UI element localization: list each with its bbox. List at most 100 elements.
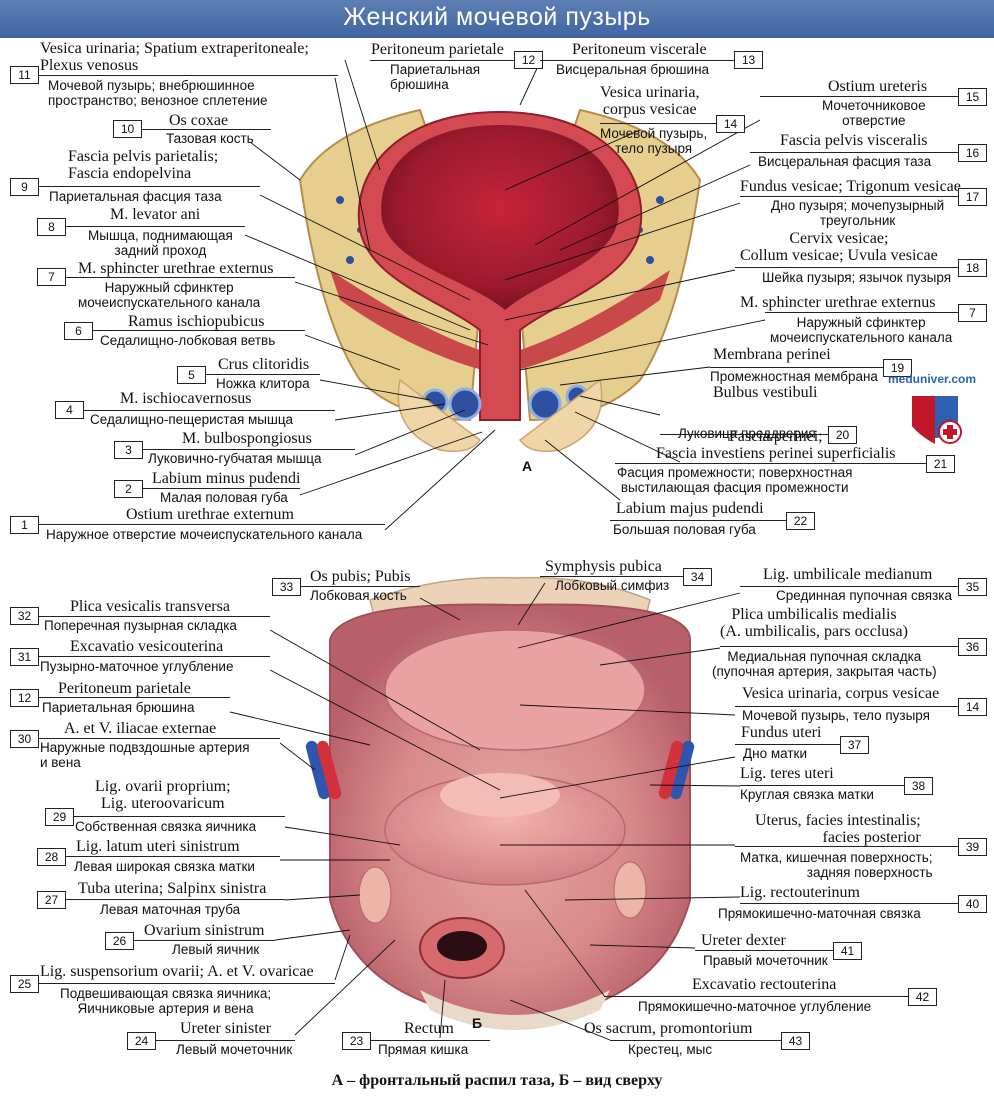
number-box-1: 1 <box>10 516 39 534</box>
label-rus-29: Собственная связка яичника <box>75 819 257 834</box>
label-rus-5: Ножка клитора <box>216 376 310 391</box>
label-rus-16: Висцеральная фасция таза <box>758 154 932 169</box>
label-lat-16: Fascia pelvis visceralis <box>780 132 928 149</box>
logo-text[interactable]: meduniver.com <box>888 372 977 386</box>
number-box-24: 24 <box>127 1032 156 1050</box>
number-box-22: 22 <box>786 512 815 530</box>
label-rus-42: Прямокишечно-маточное углубление <box>638 999 872 1014</box>
label-rus-22: Большая половая губа <box>613 522 756 537</box>
label-lat-11: Vesica urinaria; Spatium extraperitoneal… <box>40 40 309 74</box>
number-box-40: 40 <box>958 895 987 913</box>
label-rus-11: Мочевой пузырь; внебрюшинное пространств… <box>48 78 268 108</box>
number-box-16: 16 <box>958 144 987 162</box>
label-rus-3: Луковично-губчатая мышца <box>148 451 322 466</box>
label-lat-36: Plica umbilicalis medialis (A. umbilical… <box>720 606 908 640</box>
label-rus-12b: Париетальная брюшина <box>42 700 195 715</box>
label-rus-19: Промежностная мембрана <box>710 369 878 384</box>
label-rus-1: Наружное отверстие мочеиспускательного к… <box>46 527 363 542</box>
number-box-23: 23 <box>342 1032 371 1050</box>
number-box-21: 21 <box>926 455 955 473</box>
label-lat-12b: Peritoneum parietale <box>58 680 191 697</box>
label-rus-28: Левая широкая связка матки <box>74 859 255 874</box>
label-lat-19: Membrana perinei <box>713 346 831 363</box>
number-box-19: 19 <box>883 359 912 377</box>
number-box-3: 3 <box>114 441 143 459</box>
figure-a-letter: А <box>522 458 533 474</box>
label-lat-25: Lig. suspensorium ovarii; A. et V. ovari… <box>40 963 314 980</box>
label-lat-20: Bulbus vestibuli <box>713 384 818 401</box>
label-lat-21: Fascia perinei; Fascia investiens perine… <box>656 428 896 462</box>
number-box-17: 17 <box>958 188 987 206</box>
label-rus-18: Шейка пузыря; язычок пузыря <box>762 270 952 285</box>
bladder-b <box>384 629 646 751</box>
label-lat-22: Labium majus pudendi <box>616 500 764 517</box>
label-lat-18: Cervix vesicae; Collum vesicae; Uvula ve… <box>740 230 938 264</box>
number-box-14b: 14 <box>958 698 987 716</box>
label-lat-2: Labium minus pudendi <box>152 470 301 487</box>
label-lat-14b: Vesica urinaria, corpus vesicae <box>742 685 940 702</box>
figure-a-section <box>298 108 702 452</box>
label-rus-27: Левая маточная труба <box>100 902 241 917</box>
label-rus-38: Круглая связка матки <box>740 787 874 802</box>
number-box-42: 42 <box>908 988 937 1006</box>
label-lat-39: Uterus, facies intestinalis; facies post… <box>755 812 921 846</box>
label-lat-1: Ostium urethrae externum <box>126 506 294 523</box>
number-box-20: 20 <box>828 426 857 444</box>
number-box-12: 12 <box>514 51 543 69</box>
number-box-26: 26 <box>105 932 134 950</box>
label-rus-6: Седалищно-лобковая ветвь <box>100 333 276 348</box>
number-box-28: 28 <box>37 848 66 866</box>
label-lat-32: Plica vesicalis transversa <box>70 598 230 615</box>
number-box-32: 32 <box>10 607 39 625</box>
label-lat-15: Ostium ureteris <box>828 78 928 95</box>
label-rus-23: Прямая кишка <box>378 1042 469 1057</box>
number-box-18: 18 <box>958 259 987 277</box>
number-box-35: 35 <box>958 578 987 596</box>
number-box-29: 29 <box>45 808 74 826</box>
label-lat-37: Fundus uteri <box>741 724 822 741</box>
number-box-12b: 12 <box>10 689 39 707</box>
label-rus-12: Париетальная брюшина <box>390 62 481 92</box>
label-lat-24: Ureter sinister <box>180 1020 272 1037</box>
number-box-34: 34 <box>683 568 712 586</box>
label-rus-35: Срединная пупочная связка <box>776 588 952 603</box>
number-box-39: 39 <box>958 838 987 856</box>
label-lat-27: Tuba uterina; Salpinx sinistra <box>78 880 267 897</box>
label-rus-31: Пузырно-маточное углубление <box>40 659 234 674</box>
label-rus-32: Поперечная пузырная складка <box>44 618 237 633</box>
label-rus-37: Дно матки <box>743 746 807 761</box>
number-box-15: 15 <box>958 88 987 106</box>
page-title: Женский мочевой пузырь <box>343 3 651 31</box>
label-rus-33: Лобковая кость <box>310 588 407 603</box>
number-box-7-right: 7 <box>958 304 987 322</box>
label-lat-23: Rectum <box>404 1020 454 1037</box>
label-rus-20: Луковица преддверия <box>678 426 816 441</box>
label-lat-41: Ureter dexter <box>701 932 786 949</box>
label-lat-10: Os coxae <box>169 112 229 129</box>
label-lat-14: Vesica urinaria, corpus vesicae <box>600 84 700 118</box>
number-box-6: 6 <box>64 322 93 340</box>
number-box-4: 4 <box>55 401 84 419</box>
label-lat-43: Os sacrum, promontorium <box>584 1020 753 1037</box>
label-lat-31: Excavatio vesicouterina <box>70 638 224 655</box>
number-box-10: 10 <box>113 120 142 138</box>
label-rus-13: Висцеральная брюшина <box>556 62 710 77</box>
label-lat-17: Fundus vesicae; Trigonum vesicae <box>740 178 961 195</box>
label-lat-33: Os pubis; Pubis <box>310 568 411 585</box>
label-rus-43: Крестец, мыс <box>628 1042 713 1057</box>
label-lat-30: A. et V. iliacae externae <box>64 720 217 737</box>
number-box-38: 38 <box>904 777 933 795</box>
label-lat-12: Peritoneum parietale <box>371 41 504 58</box>
label-rus-15: Мочеточниковое отверстие <box>822 98 926 128</box>
label-lat-38: Lig. teres uteri <box>740 765 834 782</box>
label-rus-8: Мышца, поднимающая задний проход <box>88 228 233 258</box>
label-lat-42: Excavatio rectouterina <box>692 976 837 993</box>
label-rus-26: Левый яичник <box>172 942 260 957</box>
label-lat-35: Lig. umbilicale medianum <box>763 566 933 583</box>
label-lat-34: Symphysis pubica <box>545 558 662 575</box>
label-lat-29: Lig. ovarii proprium; Lig. uteroovaricum <box>95 778 231 812</box>
label-rus-10: Тазовая кость <box>166 131 254 146</box>
number-box-14: 14 <box>716 115 745 133</box>
label-rus-25: Подвешивающая связка яичника; Яичниковые… <box>60 986 272 1016</box>
